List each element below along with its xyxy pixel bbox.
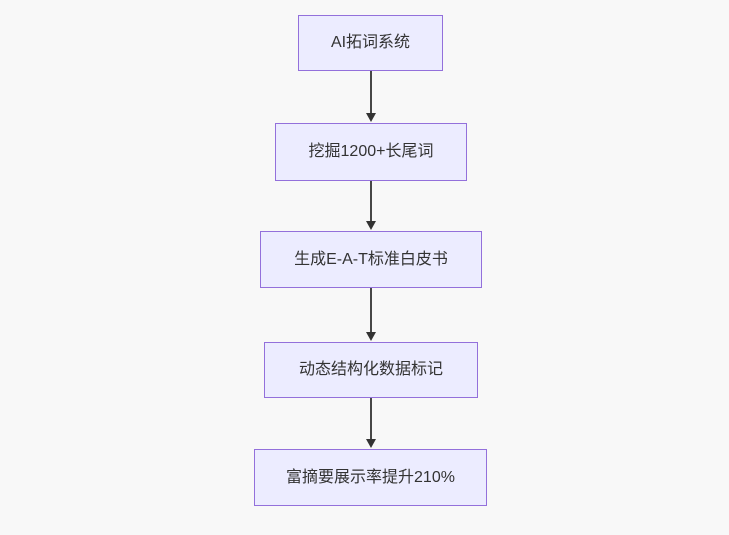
flow-node-label: 动态结构化数据标记 <box>298 361 443 378</box>
flow-node-eat-whitepaper: 生成E-A-T标准白皮书 <box>260 231 482 288</box>
flow-node-label: 挖掘1200+长尾词 <box>308 143 434 160</box>
flow-node-label: AI拓词系统 <box>330 34 411 51</box>
flow-node-rich-snippet-result: 富摘要展示率提升210% <box>254 449 487 506</box>
flow-node-label: 生成E-A-T标准白皮书 <box>294 250 448 268</box>
flow-node-longtail-mining: 挖掘1200+长尾词 <box>275 123 467 181</box>
flow-node-label: 富摘要展示率提升210% <box>286 468 455 486</box>
arrow-n1-n2 <box>366 71 376 122</box>
arrow-n4-n5 <box>366 398 376 448</box>
arrow-n2-n3 <box>366 181 376 230</box>
flow-node-structured-data-markup: 动态结构化数据标记 <box>264 342 478 398</box>
arrow-n3-n4 <box>366 288 376 341</box>
flow-node-ai-keyword-system: AI拓词系统 <box>298 15 443 71</box>
